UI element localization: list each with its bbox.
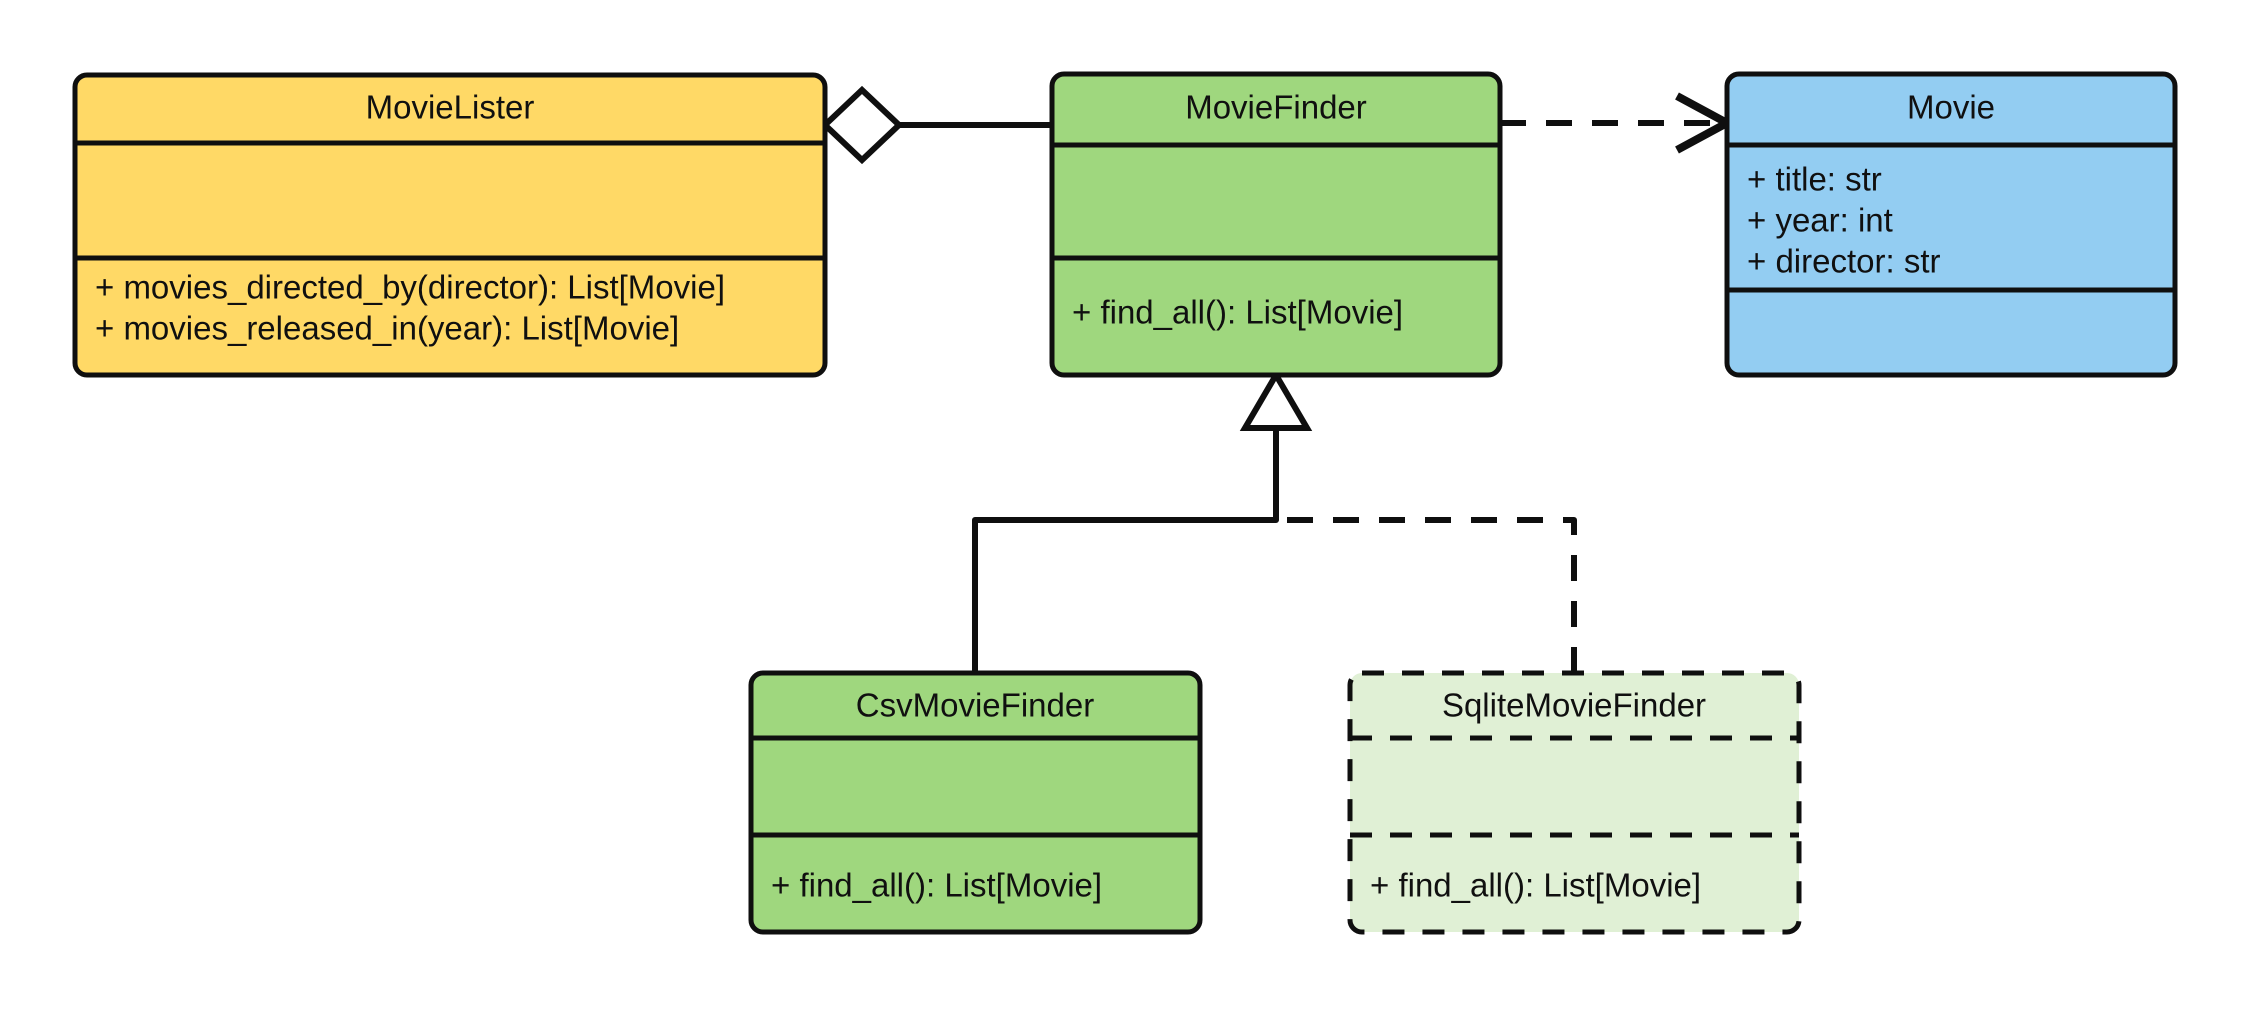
relationship-finder-movie-dependency[interactable] <box>1500 92 1736 154</box>
relationship-layer: Movie (left edge) --> <box>820 85 1736 673</box>
class-box-movie[interactable]: Movie + title: str + year: int + directo… <box>1724 71 2178 378</box>
hollow-diamond-icon <box>820 85 904 165</box>
relationship-lister-finder-aggregation[interactable] <box>820 85 1052 165</box>
class-box-movie-lister[interactable]: MovieLister + movies_directed_by(directo… <box>72 72 828 378</box>
method-label: + find_all(): List[Movie] <box>1072 294 1403 331</box>
class-name-label: CsvMovieFinder <box>856 687 1094 724</box>
class-box-sqlite-movie-finder[interactable]: SqliteMovieFinder + find_all(): List[Mov… <box>1347 670 1802 935</box>
method-label: + find_all(): List[Movie] <box>771 867 1102 904</box>
class-body <box>1049 71 1503 378</box>
class-body <box>1724 71 2178 378</box>
class-name-label: SqliteMovieFinder <box>1442 687 1706 724</box>
attribute-label: + title: str <box>1747 161 1882 198</box>
method-label: + find_all(): List[Movie] <box>1370 867 1701 904</box>
hollow-triangle-icon <box>1239 369 1313 431</box>
class-box-movie-finder[interactable]: MovieFinder + find_all(): List[Movie] <box>1049 71 1503 378</box>
method-label: + movies_released_in(year): List[Movie] <box>95 310 679 347</box>
attribute-label: + director: str <box>1747 243 1940 280</box>
class-name-label: Movie <box>1907 89 1995 126</box>
class-name-label: MovieLister <box>366 89 535 126</box>
class-name-label: MovieFinder <box>1185 89 1367 126</box>
realization-line <box>1276 517 1577 673</box>
relationship-csv-finder-inheritance[interactable] <box>972 369 1313 673</box>
method-label: + movies_directed_by(director): List[Mov… <box>95 269 725 306</box>
attribute-label: + year: int <box>1747 202 1893 239</box>
relationship-sqlite-finder-realization[interactable] <box>1276 517 1577 673</box>
class-box-csv-movie-finder[interactable]: CsvMovieFinder + find_all(): List[Movie] <box>748 670 1203 935</box>
inheritance-line <box>972 420 1279 673</box>
class-body <box>72 72 828 378</box>
